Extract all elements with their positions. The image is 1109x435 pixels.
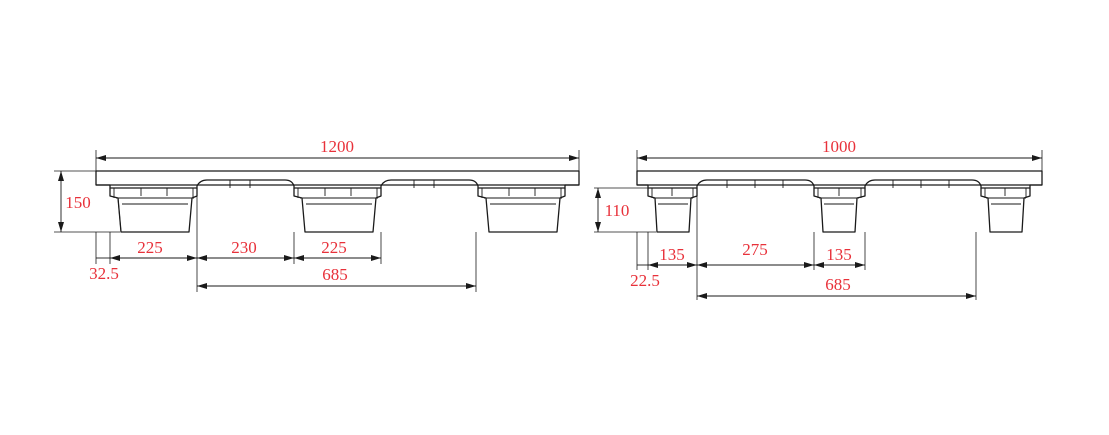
pallet-1200-labels: 1200 150 225 230 225 32.5 685 <box>65 137 354 284</box>
pallet-1200-dimensions <box>54 150 580 292</box>
pallet-1000-outline <box>636 170 1043 233</box>
pallet-1000-dimensions <box>594 150 1043 300</box>
pallet-1000-labels: 1000 110 135 275 135 22.5 685 <box>605 137 856 294</box>
dim-1200-overall-length: 1200 <box>320 137 354 156</box>
dim-1000-gap: 275 <box>742 240 768 259</box>
pallet-1200-outline <box>95 170 580 233</box>
dim-1200-gap: 230 <box>231 238 257 257</box>
dim-1200-foot-left: 225 <box>137 238 163 257</box>
dim-1000-overall-length: 1000 <box>822 137 856 156</box>
dim-1200-foot-mid: 225 <box>321 238 347 257</box>
dim-1200-center-span: 685 <box>322 265 348 284</box>
dim-1000-center-span: 685 <box>825 275 851 294</box>
dim-1200-height: 150 <box>65 193 91 212</box>
dim-1000-foot-left: 135 <box>659 245 685 264</box>
dim-1200-edge-offset: 32.5 <box>89 264 119 283</box>
dim-1000-edge-offset: 22.5 <box>630 271 660 290</box>
dim-1000-foot-mid: 135 <box>826 245 852 264</box>
dim-1000-height: 110 <box>605 201 630 220</box>
